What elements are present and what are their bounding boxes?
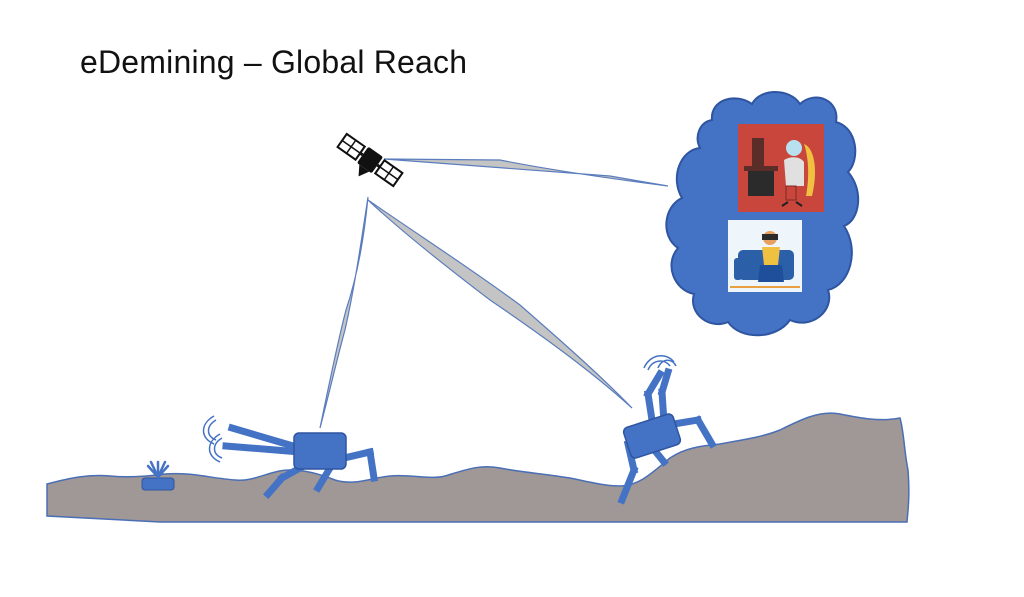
remote-operator-icon: [738, 124, 824, 212]
satellite-icon: [336, 132, 404, 188]
vr-user-icon: [728, 220, 802, 292]
beam-satellite-to-robot-left: [319, 196, 369, 429]
slide-title: eDemining – Global Reach: [80, 44, 468, 80]
beam-satellite-to-robot-right: [367, 199, 633, 409]
landmine-icon: [141, 460, 175, 491]
demining-robot-icon: [617, 355, 717, 505]
beam-satellite-to-cloud: [383, 158, 669, 187]
ground-terrain: [46, 412, 910, 523]
demining-robot-icon: [202, 415, 378, 499]
